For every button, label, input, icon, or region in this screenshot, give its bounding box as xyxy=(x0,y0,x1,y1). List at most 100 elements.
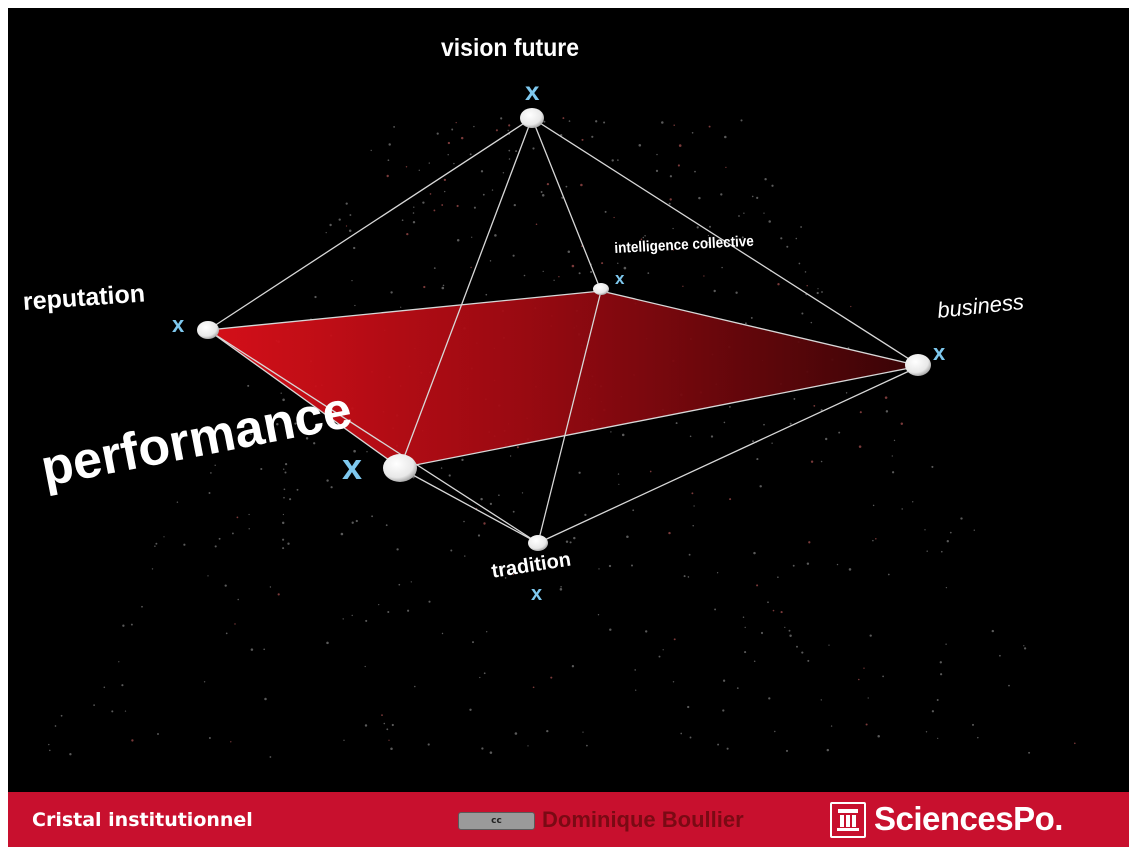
grid-dot xyxy=(393,126,395,128)
grid-dot xyxy=(785,749,789,752)
grid-dot xyxy=(276,422,279,426)
grid-dot xyxy=(707,241,710,244)
grid-dot xyxy=(378,603,380,606)
slide-footer: Cristal institutionnel cc Dominique Boul… xyxy=(8,792,1129,847)
grid-dot xyxy=(282,538,285,541)
grid-dot xyxy=(48,743,50,746)
grid-dot xyxy=(795,237,798,240)
grid-dot xyxy=(632,509,635,512)
grid-dot xyxy=(708,244,710,246)
grid-dot xyxy=(729,406,731,408)
grid-dot xyxy=(784,626,786,629)
grid-dot xyxy=(450,549,453,552)
grid-dot xyxy=(820,699,822,701)
grid-dot xyxy=(610,431,612,433)
grid-dot xyxy=(502,172,505,174)
grid-dot xyxy=(828,644,830,646)
grid-dot xyxy=(826,748,830,752)
grid-dot xyxy=(481,747,484,750)
grid-dot xyxy=(342,618,344,620)
edge-collective-business xyxy=(600,290,921,367)
grid-dot xyxy=(882,675,884,678)
grid-dot xyxy=(340,532,344,536)
grid-dot xyxy=(645,630,648,633)
grid-dot xyxy=(289,498,292,501)
grid-dot xyxy=(436,132,439,135)
grid-dot xyxy=(692,524,694,527)
crystal-edges xyxy=(207,117,921,544)
grid-dot xyxy=(649,470,652,473)
grid-dot xyxy=(756,196,759,199)
grid-dot xyxy=(225,632,228,635)
grid-dot xyxy=(428,162,430,164)
grid-dot xyxy=(801,651,804,654)
grid-dot xyxy=(385,524,388,527)
grid-dot xyxy=(54,725,57,727)
grid-dot xyxy=(479,676,481,679)
grid-dot xyxy=(354,304,356,307)
grid-dot xyxy=(473,206,476,209)
grid-dot xyxy=(353,449,356,453)
grid-dot xyxy=(618,483,620,485)
grid-dot xyxy=(447,154,449,156)
grid-dot xyxy=(900,422,904,426)
grid-dot xyxy=(869,634,872,637)
grid-dot xyxy=(351,279,353,282)
grid-dot xyxy=(931,465,934,468)
node-tradition-sphere xyxy=(528,535,548,551)
grid-dot xyxy=(817,288,819,290)
grid-dot xyxy=(155,542,158,545)
grid-dot xyxy=(512,573,515,576)
grid-dot xyxy=(69,753,72,756)
grid-dot xyxy=(859,411,862,414)
grid-dot xyxy=(513,203,516,207)
grid-dot xyxy=(351,521,354,524)
grid-dot xyxy=(638,144,642,147)
grid-dot xyxy=(461,458,464,462)
footer-title: Cristal institutionnel xyxy=(32,809,253,831)
grid-dot xyxy=(581,138,584,141)
marker-business: x xyxy=(933,340,946,365)
grid-dot xyxy=(786,245,789,248)
grid-dot xyxy=(621,433,625,437)
grid-dot xyxy=(154,545,156,548)
grid-dot xyxy=(626,535,629,538)
grid-dot xyxy=(768,697,771,700)
grid-dot xyxy=(813,404,816,407)
grid-dot xyxy=(584,513,587,517)
grid-dot xyxy=(224,425,226,428)
grid-dot xyxy=(875,538,877,540)
grid-dot xyxy=(250,648,254,651)
grid-dot xyxy=(800,226,803,228)
grid-dot xyxy=(977,736,979,739)
grid-dot xyxy=(558,276,560,278)
grid-dot xyxy=(708,125,711,128)
grid-dot xyxy=(586,744,588,747)
grid-dot xyxy=(724,135,727,139)
grid-dot xyxy=(609,628,612,631)
grid-dot xyxy=(498,494,500,497)
grid-dot xyxy=(821,291,823,293)
grid-dot xyxy=(429,193,432,195)
grid-dot xyxy=(371,515,374,518)
grid-dot xyxy=(763,212,765,214)
grid-dot xyxy=(183,543,186,546)
grid-dot xyxy=(428,600,431,603)
grid-dot xyxy=(523,274,526,277)
grid-dot xyxy=(314,295,317,299)
grid-dot xyxy=(611,159,614,162)
grid-dot xyxy=(103,686,106,689)
grid-dot xyxy=(569,541,572,544)
node-vision-future-sphere xyxy=(520,108,544,128)
grid-dot xyxy=(283,488,286,491)
grid-dot xyxy=(414,685,416,688)
grid-dot xyxy=(635,689,637,691)
label-vision-future: vision future xyxy=(441,34,580,62)
grid-dot xyxy=(693,505,695,507)
grid-dot xyxy=(280,392,282,394)
grid-dot xyxy=(565,540,569,543)
marker-intelligence-collective: x xyxy=(615,269,625,288)
grid-dot xyxy=(387,610,390,614)
edge-reputation-collective xyxy=(207,290,602,331)
grid-dot xyxy=(573,536,576,540)
